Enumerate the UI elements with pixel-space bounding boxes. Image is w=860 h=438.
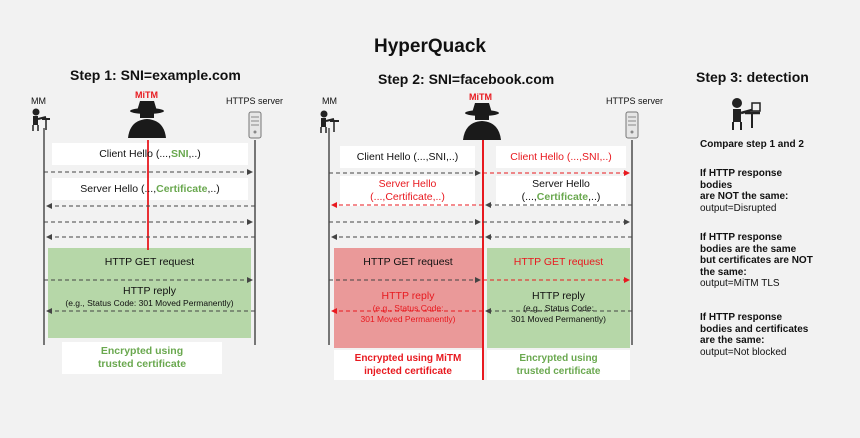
step2-right-server-hello-box — [496, 176, 626, 206]
page-title: HyperQuack — [374, 36, 486, 57]
step2-left-encrypted-box — [334, 350, 482, 380]
step1-server-hello-box — [52, 178, 248, 200]
step3-compare: Compare step 1 and 2 — [700, 139, 804, 150]
step2-left-http-box — [334, 248, 482, 348]
step2-right-encrypted-box — [487, 350, 630, 380]
step2-left-reply: HTTP reply — [381, 290, 435, 302]
step3-case2: If HTTP response bodies are the same but… — [700, 232, 813, 289]
step2-left-get-request: HTTP GET request — [363, 256, 453, 268]
step1-heading: Step 1: SNI=example.com — [70, 67, 241, 83]
step3-heading: Step 3: detection — [696, 69, 809, 85]
step1-encrypted-box — [62, 342, 222, 374]
step2-left-reply-detail: (e.g., Status Code:301 Moved Permanently… — [360, 303, 456, 324]
step3-case1: If HTTP response bodies are NOT the same… — [700, 168, 789, 214]
step2-left-client-hello: Client Hello (...,SNI,..) — [356, 151, 459, 163]
step2-mitm-label: MiTM — [469, 92, 492, 102]
step2-left-server-hello-box — [340, 176, 475, 206]
step1-reply: HTTP reply — [123, 285, 176, 297]
step2-right-server-hello: Server Hello (...,Certificate,..) — [521, 178, 601, 203]
step1-server-label: HTTPS server — [226, 96, 284, 106]
step1-mitm-label: MiTM — [135, 90, 158, 100]
step1-client-hello: Client Hello (...,SNI,..) — [99, 148, 201, 160]
step2-right-client-hello-box — [496, 146, 626, 168]
step2-server-icon — [625, 111, 639, 139]
step2-left-server-hello: Server Hello(...,Certificate,..) — [370, 178, 445, 203]
step2-user-icon — [320, 110, 339, 133]
step1-client-hello-box — [52, 143, 248, 165]
step2-spy-icon — [463, 103, 501, 140]
step2-right-get-request: HTTP GET request — [513, 256, 604, 268]
step1-server-hello: Server Hello (...,Certificate,..) — [80, 183, 220, 195]
step3-user-icon — [732, 98, 761, 130]
step2-server-label: HTTPS server — [606, 96, 664, 106]
step2-client-label: MM — [322, 96, 337, 106]
step1-user-icon — [32, 108, 50, 131]
step1-spy-icon — [128, 101, 166, 138]
step1-reply-detail: (e.g., Status Code: 301 Moved Permanentl… — [65, 298, 234, 308]
step3-case3: If HTTP response bodies and certificates… — [700, 312, 809, 358]
step1-get-request: HTTP GET request — [104, 256, 195, 268]
step2-heading: Step 2: SNI=facebook.com — [378, 71, 555, 87]
step2-right-http-box — [487, 248, 630, 348]
step2-right-reply-detail: (e.g., Status Code:301 Moved Permanently… — [511, 303, 606, 324]
step2-right-client-hello: Client Hello (...,SNI,..) — [510, 151, 612, 163]
step1-http-box — [48, 248, 251, 338]
step1-client-label: MM — [31, 96, 46, 106]
step2-right-reply: HTTP reply — [532, 290, 585, 302]
step2-left-client-hello-box — [340, 146, 475, 168]
step1-server-icon — [248, 111, 262, 139]
